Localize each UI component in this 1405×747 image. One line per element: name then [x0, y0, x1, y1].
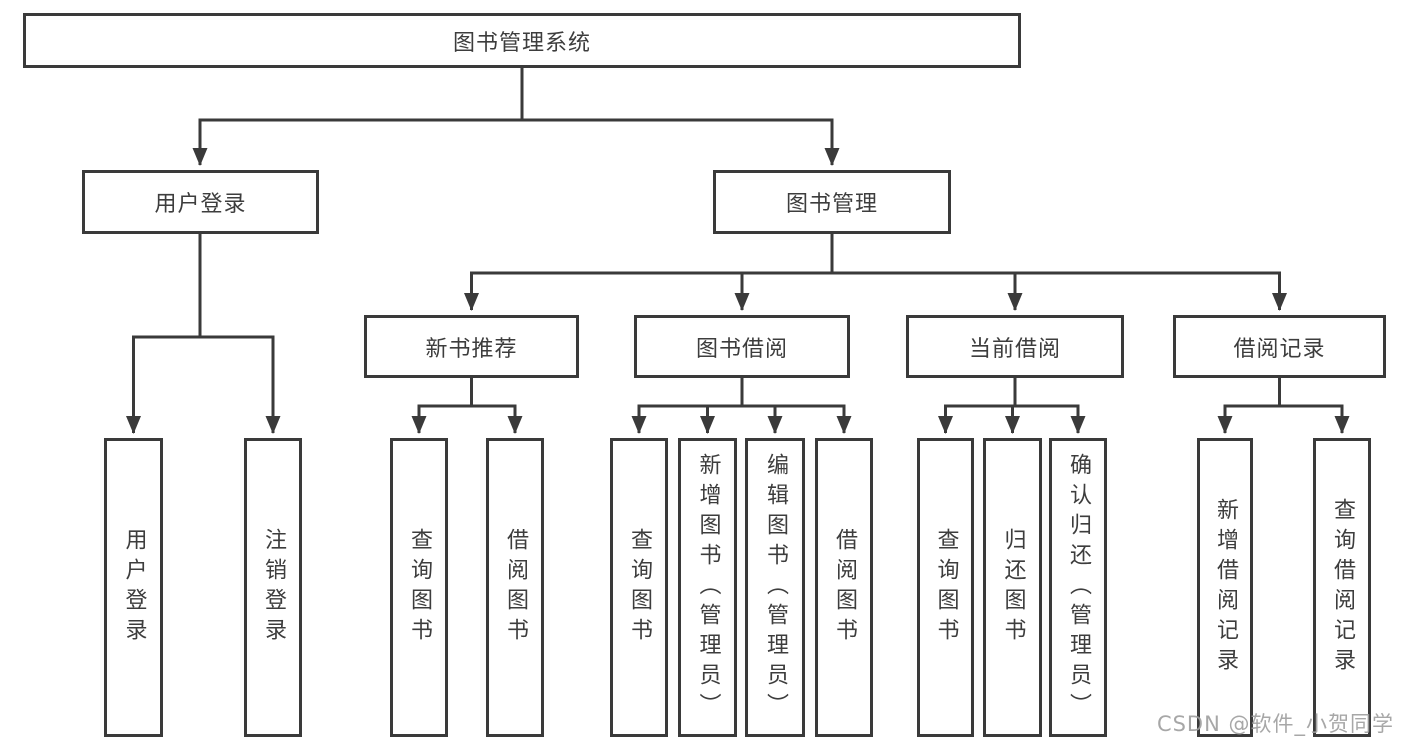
csdn-watermark: CSDN @软件_小贺同学	[1156, 712, 1394, 736]
node-new-book-recommend: 新书推荐	[364, 315, 579, 378]
leaf-borrow-books-recommend: 借阅图书	[486, 438, 544, 737]
connector-current-borrow-to-leaves	[938, 378, 1086, 434]
leaf-query-books-recommend: 查询图书	[390, 438, 448, 737]
leaf-query-books-borrow: 查询图书	[610, 438, 668, 737]
leaf-query-books-current: 查询图书	[917, 438, 974, 737]
connector-new-book-recommend-to-leaves	[411, 378, 523, 434]
leaf-borrow-books: 借阅图书	[815, 438, 873, 737]
leaf-edit-book-admin: 编辑图书（管理员）	[745, 438, 805, 737]
node-root-library-system: 图书管理系统	[23, 13, 1021, 68]
leaf-user-login: 用户登录	[104, 438, 163, 737]
leaf-confirm-return-admin: 确认归还（管理员）	[1049, 438, 1107, 737]
connector-borrow-records-to-leaves	[1217, 378, 1350, 434]
connector-root-to-level2	[192, 68, 840, 166]
leaf-logout: 注销登录	[244, 438, 302, 737]
node-book-borrow: 图书借阅	[634, 315, 850, 378]
leaf-return-books: 归还图书	[983, 438, 1042, 737]
leaf-add-borrow-record: 新增借阅记录	[1197, 438, 1253, 737]
leaf-add-book-admin: 新增图书（管理员）	[678, 438, 737, 737]
node-current-borrow: 当前借阅	[906, 315, 1124, 378]
node-book-management: 图书管理	[713, 170, 951, 234]
node-user-login: 用户登录	[82, 170, 319, 234]
connector-user-login-to-leaves	[126, 234, 281, 434]
connector-book-borrow-to-leaves	[631, 378, 852, 434]
connector-book-management-to-level3	[464, 234, 1287, 311]
node-borrow-records: 借阅记录	[1173, 315, 1386, 378]
leaf-query-borrow-record: 查询借阅记录	[1313, 438, 1371, 737]
